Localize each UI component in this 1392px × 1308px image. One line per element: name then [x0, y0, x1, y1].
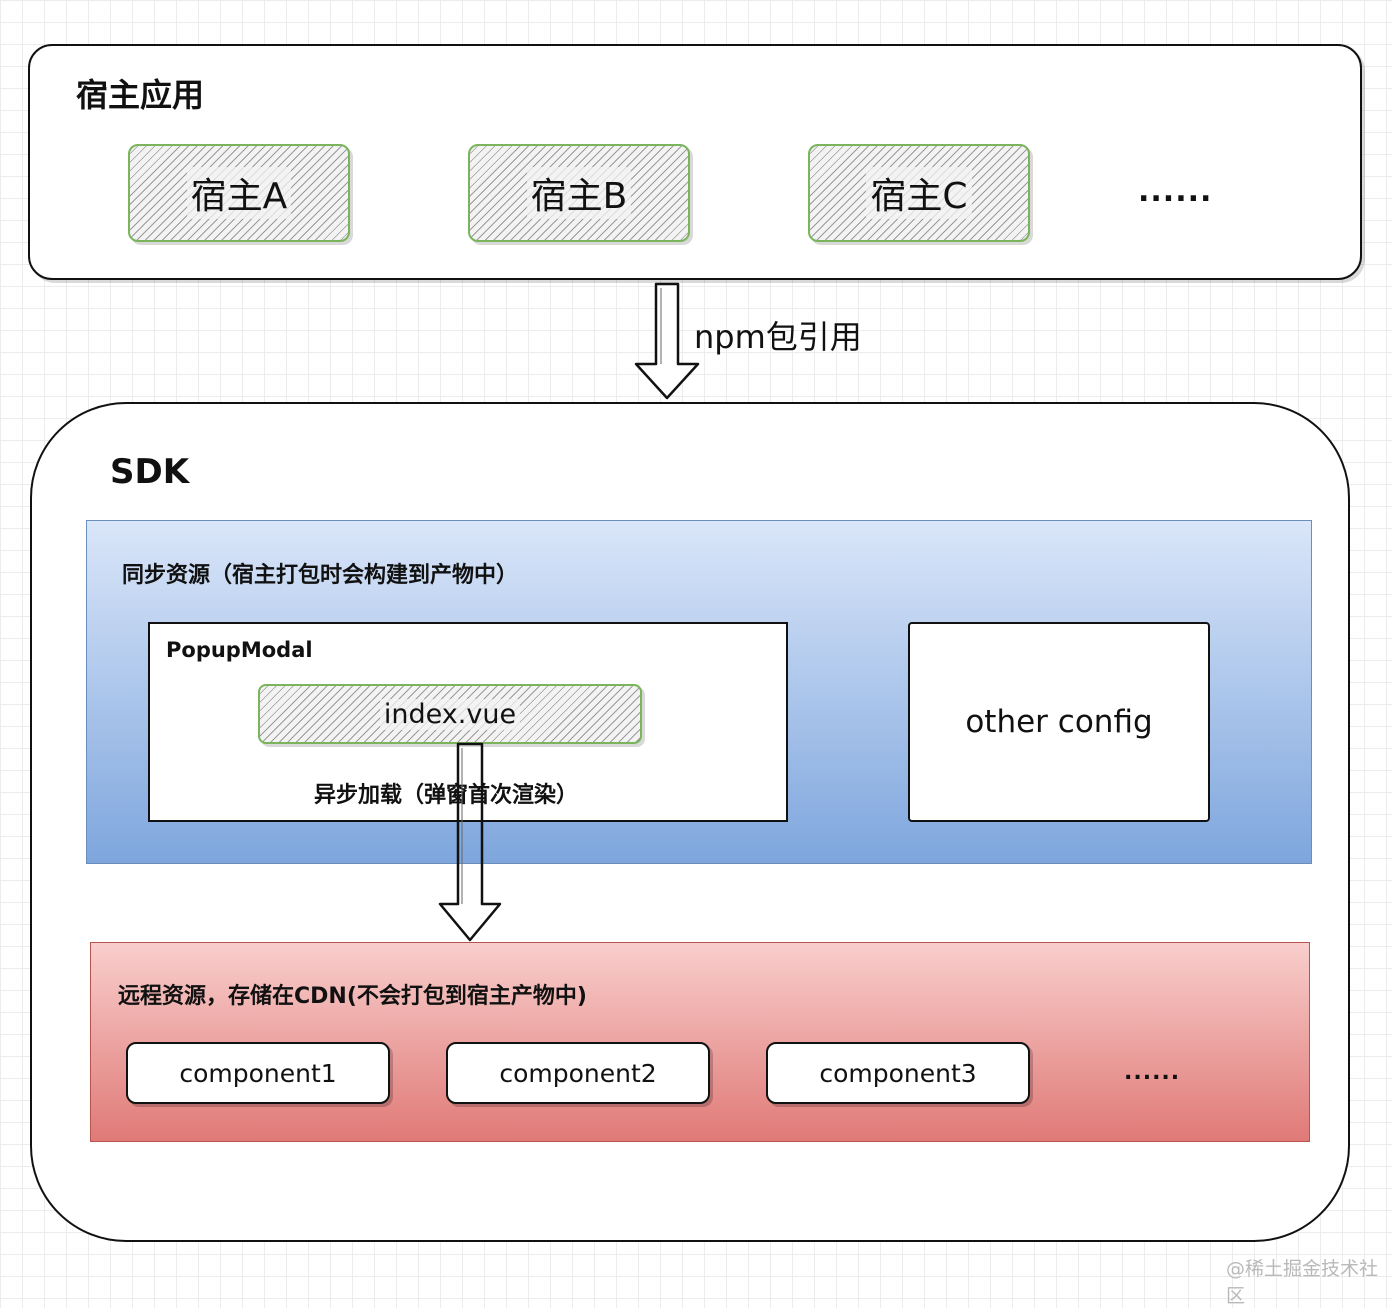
- remote-ellipsis: ......: [1124, 1060, 1181, 1085]
- component2-box[interactable]: component2: [446, 1042, 710, 1104]
- other-config-box[interactable]: other config: [908, 622, 1210, 822]
- host-app-title: 宿主应用: [76, 76, 205, 114]
- sync-resources-title: 同步资源（宿主打包时会构建到产物中）: [122, 563, 519, 588]
- async-load-label: 异步加载（弹窗首次渲染）: [314, 783, 579, 808]
- npm-arrow: [634, 282, 700, 400]
- host-box-c-label: 宿主C: [866, 167, 972, 219]
- component2-label: component2: [499, 1058, 657, 1088]
- host-ellipsis: ......: [1138, 174, 1213, 209]
- index-vue-label: index.vue: [379, 698, 521, 730]
- component3-label: component3: [819, 1058, 977, 1088]
- popup-modal-title: PopupModal: [166, 638, 313, 662]
- index-vue-file[interactable]: index.vue: [258, 684, 642, 744]
- host-box-a[interactable]: 宿主A: [128, 144, 350, 242]
- remote-resources-title: 远程资源，存储在CDN(不会打包到宿主产物中): [118, 984, 587, 1009]
- async-arrow: [438, 742, 502, 942]
- component3-box[interactable]: component3: [766, 1042, 1030, 1104]
- other-config-label: other config: [965, 704, 1153, 740]
- host-box-b[interactable]: 宿主B: [468, 144, 690, 242]
- sdk-title: SDK: [110, 452, 190, 492]
- watermark: @稀土掘金技术社区: [1226, 1258, 1379, 1307]
- host-box-a-label: 宿主A: [186, 167, 292, 219]
- npm-arrow-label: npm包引用: [694, 318, 862, 356]
- component1-label: component1: [179, 1058, 337, 1088]
- host-box-b-label: 宿主B: [526, 167, 632, 219]
- component1-box[interactable]: component1: [126, 1042, 390, 1104]
- host-box-c[interactable]: 宿主C: [808, 144, 1030, 242]
